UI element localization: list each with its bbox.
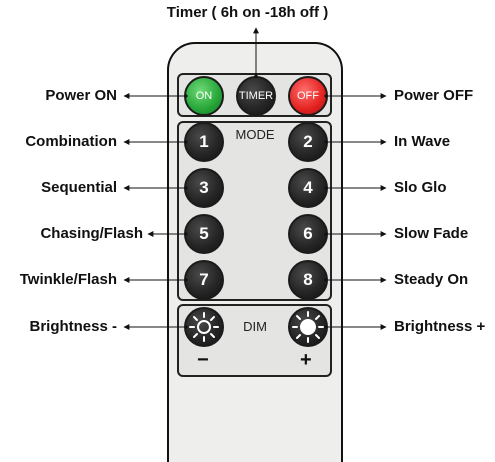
mode-button-1[interactable]: 1	[184, 122, 224, 162]
callout-sequential: Sequential	[41, 179, 117, 196]
callout-brightness-down: Brightness -	[29, 318, 117, 335]
callout-in-wave: In Wave	[394, 133, 451, 150]
callout-steady-on: Steady On	[394, 271, 469, 288]
callout-chasing-flash: Chasing/Flash	[40, 225, 143, 242]
sun-filled-icon	[292, 311, 324, 343]
dim-label: DIM	[243, 319, 267, 334]
timer-button[interactable]: TIMER	[236, 76, 276, 116]
remote-diagram: Timer ( 6h on -18h off ) ON TIMER OFF MO…	[19, 4, 486, 462]
timer-note: Timer ( 6h on -18h off )	[166, 4, 329, 21]
callout-combination: Combination	[25, 133, 117, 150]
callout-twinkle-flash: Twinkle/Flash	[19, 271, 117, 288]
callout-slo-glo: Slo Glo	[394, 179, 447, 196]
mode-button-7[interactable]: 7	[184, 260, 224, 300]
sun-outline-icon	[189, 312, 219, 342]
off-button[interactable]: OFF	[288, 76, 328, 116]
brightness-down-button[interactable]	[184, 307, 224, 347]
callout-brightness-up: Brightness +	[394, 318, 486, 335]
mode-button-6[interactable]: 6	[288, 214, 328, 254]
mode-label: MODE	[235, 127, 275, 142]
callout-power-off: Power OFF	[394, 87, 474, 104]
plus-sign: +	[300, 349, 312, 371]
mode-button-2[interactable]: 2	[288, 122, 328, 162]
callout-lines	[123, 27, 387, 330]
mode-button-4[interactable]: 4	[288, 168, 328, 208]
callout-power-on: Power ON	[45, 87, 117, 104]
callout-slow-fade: Slow Fade	[394, 225, 469, 242]
minus-sign: −	[197, 349, 209, 371]
